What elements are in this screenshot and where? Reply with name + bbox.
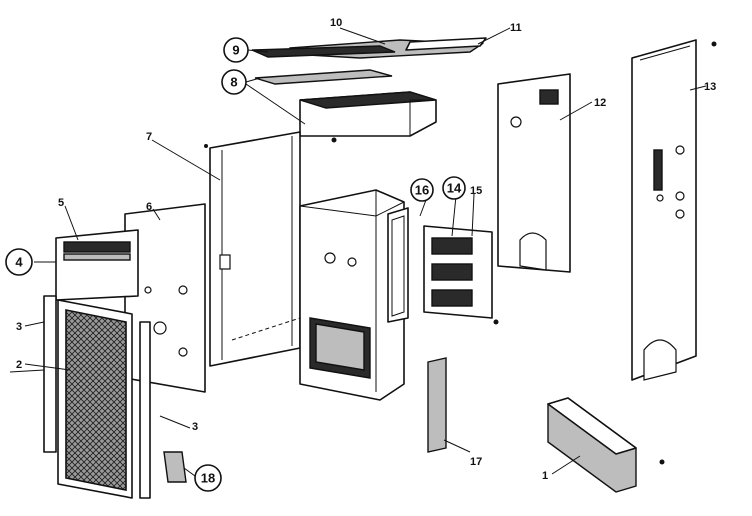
part-9-lid-plate — [251, 45, 396, 58]
callout-8-circle — [221, 69, 247, 95]
part-18-small-plate — [163, 451, 187, 483]
callout-10: 10 — [330, 17, 342, 29]
callout-8: 8 — [230, 75, 237, 90]
screw-markers — [204, 41, 717, 465]
callout-3-right: 3 — [192, 421, 198, 433]
callout-14-circle — [442, 176, 466, 200]
part-17-strip — [427, 357, 447, 453]
callout-6: 6 — [146, 201, 152, 213]
callout-17: 17 — [470, 456, 482, 468]
callout-16: 16 — [415, 183, 429, 198]
callout-12: 12 — [594, 97, 606, 109]
part-14-15-burner-tray — [423, 225, 493, 319]
part-5-control-panel — [55, 229, 139, 301]
part-2-front-grille — [57, 299, 133, 499]
callout-11: 11 — [510, 22, 522, 34]
part-3-right-strip — [139, 321, 151, 499]
callout-2: 2 — [16, 359, 22, 371]
part-13-tall-panel — [631, 39, 697, 381]
callout-9: 9 — [232, 43, 239, 58]
part-7-side-frame — [209, 131, 301, 367]
callout-13: 13 — [704, 81, 716, 93]
part-1-base-block — [547, 397, 637, 493]
heater-body — [231, 189, 405, 401]
callout-18-circle — [194, 464, 222, 492]
callout-14: 14 — [447, 181, 462, 196]
part-12-rear-panel — [497, 73, 571, 273]
callout-9-circle — [223, 37, 249, 63]
callout-18: 18 — [201, 471, 215, 486]
callout-4-circle — [5, 248, 33, 276]
part-16-gasket — [387, 207, 409, 323]
callout-4: 4 — [15, 255, 23, 270]
callout-7: 7 — [146, 131, 152, 143]
callout-15: 15 — [470, 185, 482, 197]
callout-5: 5 — [58, 197, 64, 209]
callout-16-circle — [410, 178, 434, 202]
callout-1: 1 — [542, 470, 548, 482]
part-3-left-strip — [43, 295, 57, 453]
leader-lines — [9, 27, 707, 477]
callout-3-left: 3 — [16, 321, 22, 333]
part-8-top-cover — [254, 69, 437, 137]
